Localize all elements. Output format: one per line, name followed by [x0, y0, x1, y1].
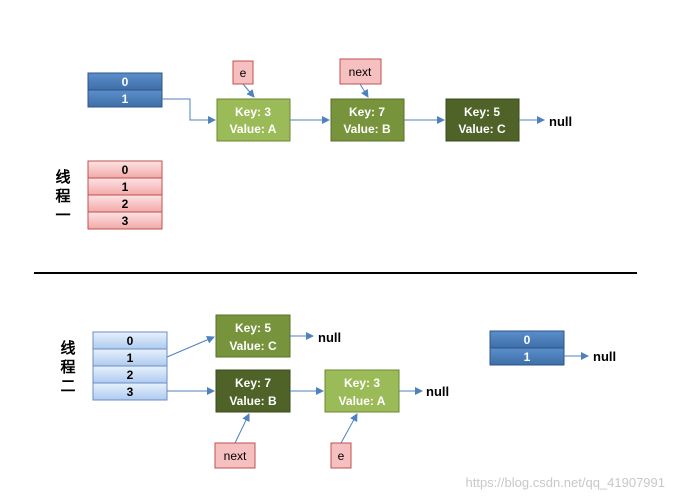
thread2-label-char-1: 线 [60, 339, 76, 357]
t2-null-label-3: null [593, 349, 616, 364]
t1-node-2-value: Value: B [343, 122, 391, 136]
t1-node-2: Key: 7 Value: B [330, 98, 405, 142]
t1-node-3: Key: 5 Value: C [445, 98, 520, 142]
thread1-label-char-2: 程 [55, 187, 71, 205]
t1-old-cell-1-label: 1 [122, 92, 129, 106]
t1-bucket-arrow [162, 98, 216, 124]
t2-node-b-value: Value: B [229, 394, 277, 408]
t1-e-arrow [242, 83, 255, 98]
t2-node-c-key: Key: 5 [235, 321, 271, 335]
t2-next-arrow [234, 413, 250, 444]
t1-next-pointer: next [339, 58, 382, 85]
t2-old-cell-0: 0 [524, 333, 531, 347]
t2-arrows [166, 332, 589, 444]
t2-new-cell-3: 3 [127, 385, 134, 399]
t2-e-label: e [338, 449, 345, 463]
t2-e-arrow [340, 413, 358, 444]
thread1-label-char-1: 线 [55, 168, 71, 186]
t2-old-table: 0 1 [489, 330, 565, 366]
t1-new-cell-2: 2 [122, 197, 129, 211]
t2-node-b: Key: 7 Value: B [215, 369, 291, 413]
t1-node-3-key: Key: 5 [464, 105, 500, 119]
t1-new-table: 0 1 2 3 [87, 160, 163, 230]
t1-new-cell-0: 0 [122, 163, 129, 177]
t2-next-pointer: next [214, 442, 256, 469]
t1-e-pointer: e [232, 60, 254, 85]
t1-new-cell-1: 1 [122, 180, 129, 194]
t2-old-cell-1: 1 [524, 350, 531, 364]
t1-new-cell-3: 3 [122, 214, 129, 228]
t1-node-2-key: Key: 7 [349, 105, 385, 119]
t2-new-cell-0: 0 [127, 334, 134, 348]
t2-next-label: next [224, 449, 247, 463]
t2-node-b-key: Key: 7 [235, 376, 271, 390]
t1-next-label: next [349, 65, 372, 79]
t1-node-3-value: Value: C [458, 122, 506, 136]
t1-next-arrow [359, 83, 369, 98]
thread1-label: 线 程 一 [54, 168, 72, 225]
t2-node-a-key: Key: 3 [344, 376, 380, 390]
t1-node-1: Key: 3 Value: A [216, 98, 291, 142]
t2-new-cell-1: 1 [127, 351, 134, 365]
t2-bucket1-arrow [166, 336, 215, 358]
thread2-label: 线 程 二 [59, 339, 77, 396]
t1-null-label: null [549, 114, 572, 129]
t2-new-cell-2: 2 [127, 368, 134, 382]
t2-null-label-1: null [318, 330, 341, 345]
t2-node-a: Key: 3 Value: A [324, 369, 400, 413]
thread2-label-char-2: 程 [60, 358, 76, 376]
t2-node-c: Key: 5 Value: C [215, 314, 291, 358]
t2-node-a-value: Value: A [339, 394, 386, 408]
t1-e-label: e [240, 66, 247, 80]
thread1-label-char-3: 一 [55, 206, 71, 224]
t1-node-1-key: Key: 3 [235, 105, 271, 119]
t2-null-label-2: null [426, 384, 449, 399]
thread2-label-char-3: 二 [60, 377, 76, 395]
t2-new-table: 0 1 2 3 [92, 331, 168, 401]
watermark: https://blog.csdn.net/qq_41907991 [465, 475, 666, 490]
t1-node-1-value: Value: A [230, 122, 277, 136]
t2-e-pointer: e [330, 442, 352, 469]
t1-arrows [162, 83, 545, 124]
t2-node-c-value: Value: C [229, 339, 277, 353]
t1-old-cell-0-label: 0 [122, 75, 129, 89]
t1-old-table: 0 1 [87, 72, 163, 108]
